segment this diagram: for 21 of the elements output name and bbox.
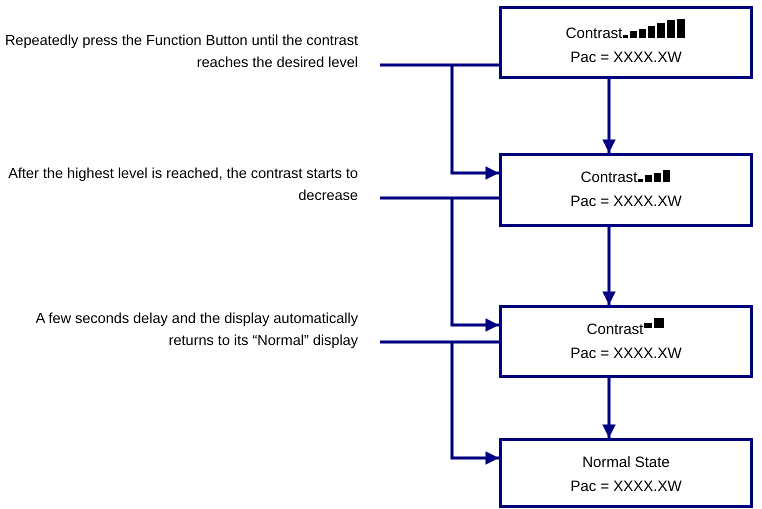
- display-box: [499, 6, 753, 79]
- display-value: Pac = XXXX.XW: [570, 345, 682, 362]
- display-box: [499, 438, 753, 508]
- arrow: [380, 340, 499, 465]
- arrow: [602, 378, 616, 438]
- display-heading: Normal State: [582, 454, 670, 471]
- arrow: [602, 79, 616, 153]
- display-value: Pac = XXXX.XW: [570, 478, 682, 495]
- arrow: [602, 227, 616, 305]
- display-value: Pac = XXXX.XW: [570, 193, 682, 210]
- arrow: [380, 64, 499, 180]
- instruction-text: Repeatedly press the Function Button until the contrast reaches the desired level: [4, 32, 358, 73]
- arrow: [380, 196, 499, 332]
- instruction-text: A few seconds delay and the display automatically returns to its “Normal” display: [34, 310, 358, 351]
- display-heading: Contrast: [586, 321, 644, 338]
- display-box: [499, 305, 753, 378]
- display-box: [499, 153, 753, 227]
- display-heading: Contrast: [580, 169, 638, 186]
- display-heading: Contrast: [566, 25, 622, 42]
- display-value: Pac = XXXX.XW: [570, 49, 682, 66]
- instruction-text: After the highest level is reached, the contrast starts to decrease: [7, 165, 358, 206]
